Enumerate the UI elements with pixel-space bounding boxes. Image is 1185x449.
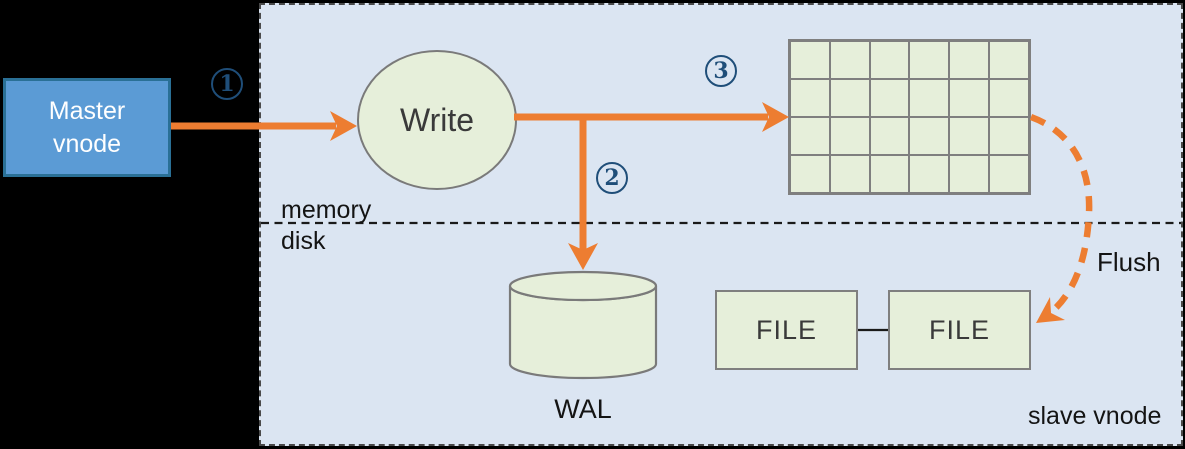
step-3-number: 3	[713, 58, 729, 84]
memtable-cell	[949, 117, 990, 155]
memtable-cell	[790, 155, 830, 193]
memtable-cell	[790, 79, 830, 117]
memtable-cell	[869, 117, 910, 155]
memtable-cell	[829, 155, 870, 193]
memtable-cell	[989, 79, 1029, 117]
memory-label: memory	[281, 196, 372, 224]
memtable-cell	[909, 79, 950, 117]
memtable-cell	[989, 155, 1029, 193]
memtable-cell	[949, 79, 990, 117]
step-1-number: 1	[219, 71, 235, 97]
file-2-label: FILE	[928, 314, 991, 345]
memtable-cell	[869, 79, 910, 117]
file-box-2: FILE	[888, 290, 1031, 370]
memtable-cell	[869, 41, 910, 79]
wal-label: WAL	[554, 394, 612, 424]
memtable-cell	[989, 41, 1029, 79]
memtable-cell	[909, 155, 950, 193]
memtable-cell	[829, 41, 870, 79]
memtable-cell	[869, 155, 910, 193]
step-1-badge: 1	[211, 68, 243, 100]
disk-label: disk	[281, 227, 326, 255]
memtable-cell	[790, 41, 830, 79]
flush-label: Flush	[1097, 247, 1161, 277]
memtable-cell	[909, 117, 950, 155]
slave-vnode-label: slave vnode	[1028, 402, 1162, 430]
step-3-badge: 3	[705, 55, 737, 87]
master-vnode-label: Master vnode	[48, 96, 126, 158]
file-box-1: FILE	[715, 290, 858, 370]
memtable-grid	[788, 39, 1031, 195]
step-2-badge: 2	[596, 162, 628, 194]
memtable-cell	[949, 41, 990, 79]
memtable-cell	[790, 117, 830, 155]
memtable-cell	[949, 155, 990, 193]
step-2-number: 2	[604, 165, 620, 191]
master-vnode-box: Master vnode	[3, 78, 171, 177]
file-1-label: FILE	[755, 314, 818, 345]
write-label: Write	[399, 101, 475, 138]
memtable-cell	[989, 117, 1029, 155]
write-node: Write	[357, 50, 517, 190]
memtable-cell	[829, 117, 870, 155]
memtable-cell	[829, 79, 870, 117]
memtable-cell	[909, 41, 950, 79]
